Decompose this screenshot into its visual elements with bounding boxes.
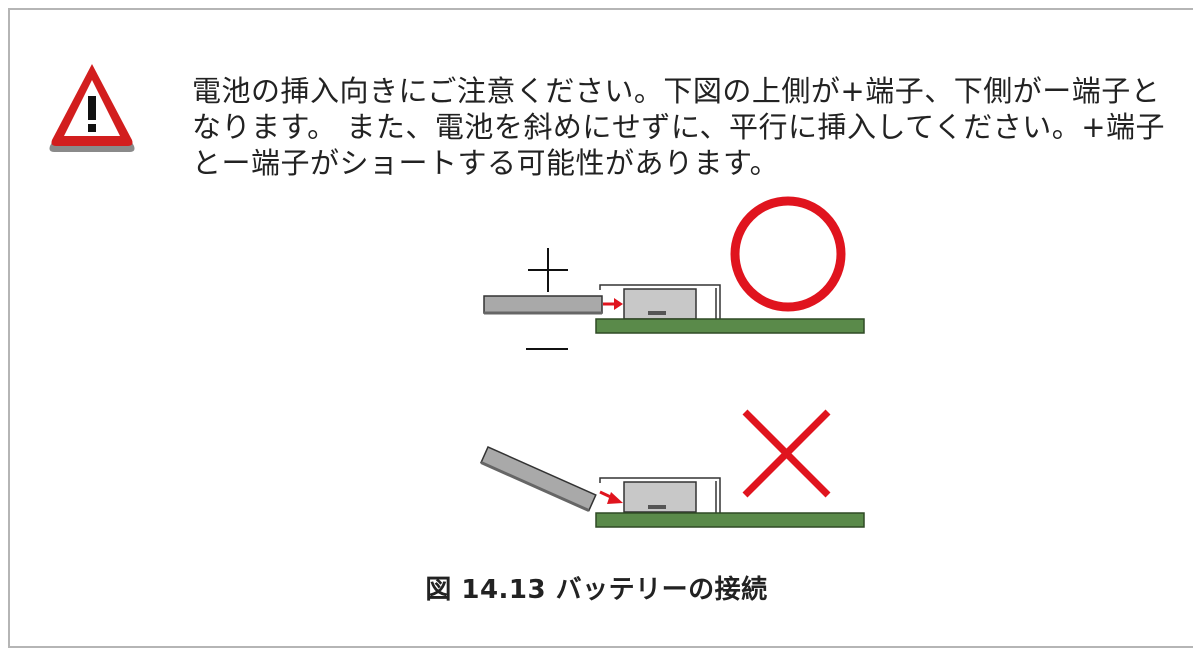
warning-line-2: なります。 また、電池を斜めにせずに、平行に挿入してください。+端子 (192, 110, 1166, 144)
warning-triangle-icon (42, 60, 142, 160)
warning-line-3: とー端子がショートする可能性があります。 (192, 146, 780, 180)
wrong-cross-mark (742, 409, 831, 498)
warning-line-1: 電池の挿入向きにご注意ください。下図の上側が+端子、下側がー端子と (192, 74, 1161, 108)
insert-arrow-bottom (599, 490, 623, 504)
circuit-board-top (595, 318, 865, 334)
insert-arrow-top (603, 298, 623, 310)
battery-flat (483, 295, 603, 315)
correct-circle-mark (730, 196, 846, 312)
plus-terminal-mark (528, 248, 568, 292)
battery-holder-bottom (599, 477, 721, 513)
battery-holder-top (599, 284, 721, 320)
circuit-board-bottom (595, 512, 865, 528)
figure-caption: 図 14.13 バッテリーの接続 (425, 575, 768, 605)
battery-tilted (480, 446, 597, 512)
warning-message: 電池の挿入向きにご注意ください。下図の上側が+端子、下側がー端子と なります。 … (192, 73, 1172, 181)
battery-connection-figure (470, 190, 880, 550)
